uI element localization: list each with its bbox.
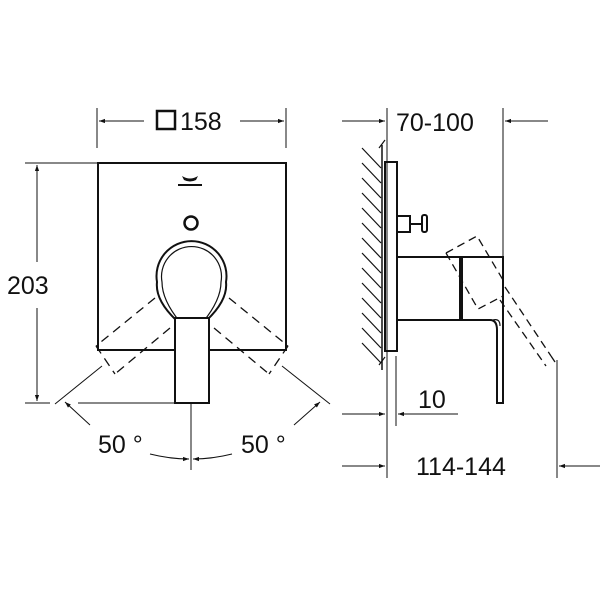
angle-left-label: 50 ° bbox=[98, 431, 143, 459]
height-dimension-label: 203 bbox=[7, 272, 49, 300]
wall-hatching bbox=[361, 139, 386, 366]
diverter-knob-icon bbox=[183, 215, 199, 231]
angle-right-label: 50 ° bbox=[241, 431, 286, 459]
angle-leg-right bbox=[281, 365, 331, 405]
side-view bbox=[342, 108, 600, 478]
lever-hub bbox=[155, 240, 228, 328]
square-symbol-icon bbox=[155, 109, 177, 131]
lever-side bbox=[461, 256, 504, 404]
diverter-stem bbox=[397, 215, 411, 233]
total-depth-label: 114-144 bbox=[416, 453, 506, 481]
lever-rotated-right bbox=[213, 297, 289, 375]
brand-logo-icon bbox=[182, 176, 198, 182]
lever-rotated-left bbox=[95, 297, 171, 375]
lever-rotated-side bbox=[445, 235, 556, 367]
angle-arrow-left-inner bbox=[149, 453, 190, 462]
lever-handle bbox=[174, 317, 210, 404]
body-side bbox=[397, 256, 461, 321]
angle-arrow-left-outer bbox=[64, 401, 91, 426]
depth-dimension-label: 70-100 bbox=[396, 109, 474, 137]
front-view bbox=[25, 108, 331, 470]
angle-leg-left bbox=[54, 365, 103, 405]
angle-arrow-right-inner bbox=[192, 453, 233, 462]
angle-arrow-right-outer bbox=[293, 401, 321, 426]
wall-offset-label: 10 bbox=[418, 386, 446, 414]
diverter-cap bbox=[421, 214, 428, 233]
width-dimension-label: 158 bbox=[180, 108, 222, 136]
lever-hub-inner bbox=[160, 245, 223, 323]
